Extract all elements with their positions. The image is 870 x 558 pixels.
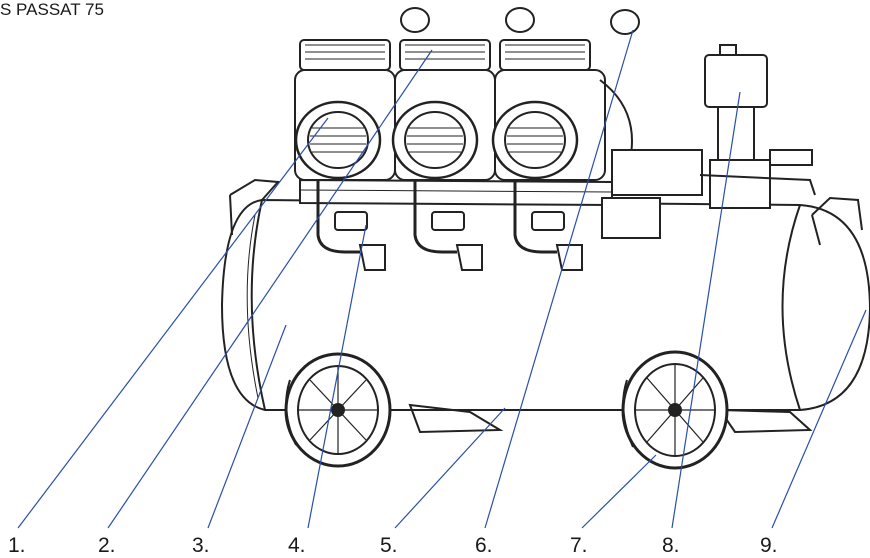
leader-line-4: [307, 224, 367, 529]
motor-unit-2: [391, 39, 496, 271]
leader-lines: [17, 29, 867, 529]
motor-caps: [400, 7, 640, 161]
motor-base: [299, 178, 613, 207]
callout-label-7: 7.: [570, 534, 588, 557]
callout-label-4: 4.: [288, 534, 306, 557]
callout-label-3: 3.: [192, 534, 210, 557]
model-title: S PASSAT 75: [0, 0, 104, 19]
leader-line-6: [484, 29, 634, 529]
callout-label-8: 8.: [662, 534, 680, 557]
callout-label-9: 9.: [760, 534, 778, 557]
callout-label-1: 1.: [8, 534, 26, 557]
leader-line-5: [394, 407, 506, 529]
callout-label-6: 6.: [475, 534, 493, 557]
compressor-drawing: [220, 7, 870, 470]
callout-label-5: 5.: [380, 534, 398, 557]
wheel-right: [621, 350, 729, 470]
leader-line-7: [581, 454, 657, 529]
leader-line-3: [207, 324, 287, 529]
control-box: [601, 149, 703, 239]
leader-line-1: [17, 117, 329, 529]
leader-line-2: [107, 49, 433, 529]
pressure-switch: [699, 44, 816, 209]
leader-line-9: [771, 309, 867, 529]
callout-label-2: 2.: [98, 534, 116, 557]
leader-line-8: [671, 91, 741, 529]
motor-unit-1: [294, 39, 396, 271]
motor-unit-3: [491, 39, 606, 271]
wheel-left: [284, 352, 392, 468]
